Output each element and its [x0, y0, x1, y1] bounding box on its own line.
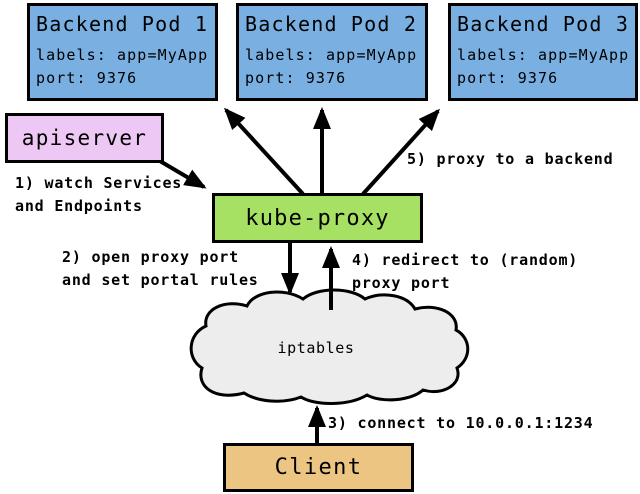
iptables-label: iptables [277, 339, 355, 357]
backend-pod-3-labels: labels: app=MyApp [457, 46, 630, 64]
backend-pod-2-port: port: 9376 [245, 69, 347, 87]
annotation-client-connect: 3) connect to 10.0.0.1:1234 [328, 414, 594, 432]
annotation-redirect-proxy-port: 4) redirect to (random) proxy port [352, 251, 579, 292]
backend-pod-1: Backend Pod 1 labels: app=MyApp port: 93… [27, 3, 218, 101]
arrow-proxy-to-pod1 [223, 107, 305, 196]
backend-pod-2-title: Backend Pod 2 [245, 12, 418, 36]
apiserver-node: apiserver [5, 113, 164, 163]
client-node: Client [223, 443, 414, 492]
backend-pod-2: Backend Pod 2 labels: app=MyApp port: 93… [236, 3, 428, 101]
iptables-cloud [189, 288, 470, 405]
backend-pod-3-port: port: 9376 [457, 69, 559, 87]
annotation-proxy-to-backend: 5) proxy to a backend [407, 150, 614, 168]
backend-pod-1-port: port: 9376 [36, 69, 138, 87]
annotation-watch-services: 1) watch Services and Endpoints [15, 174, 183, 215]
backend-pod-1-labels: labels: app=MyApp [36, 46, 209, 64]
backend-pod-2-labels: labels: app=MyApp [245, 46, 418, 64]
arrow-proxy-to-pod3 [361, 108, 441, 196]
annotation-open-proxy-port: 2) open proxy port and set portal rules [62, 248, 259, 289]
backend-pod-1-title: Backend Pod 1 [36, 12, 209, 36]
kube-proxy-node: kube-proxy [212, 193, 423, 243]
backend-pod-3: Backend Pod 3 labels: app=MyApp port: 93… [448, 3, 638, 101]
backend-pod-3-title: Backend Pod 3 [457, 12, 630, 36]
